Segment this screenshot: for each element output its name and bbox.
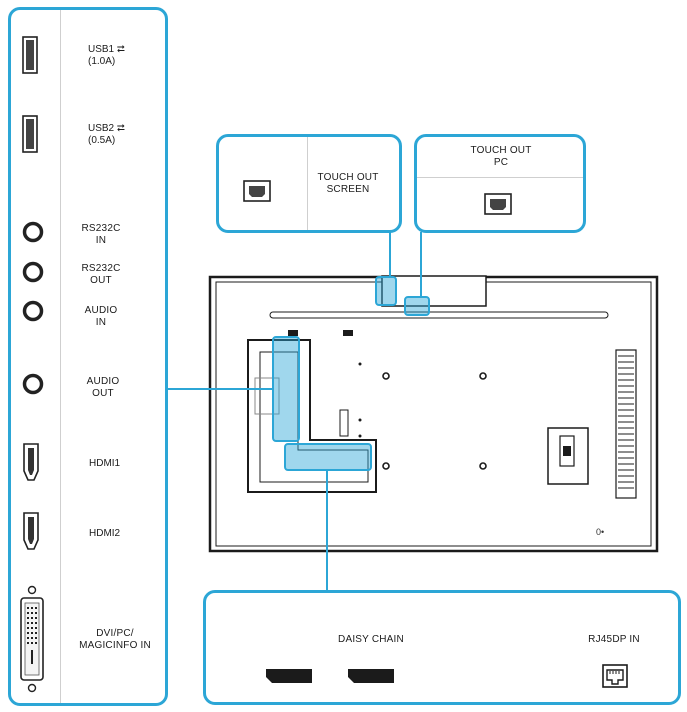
touch-out-screen-panel bbox=[216, 134, 402, 233]
panel-divider bbox=[60, 10, 61, 703]
dvi-label: DVI/PC/ MAGICINFO IN bbox=[79, 628, 151, 651]
hdmi1-label: HDMI1 bbox=[89, 458, 121, 469]
usb-b-port-icon bbox=[484, 193, 512, 215]
side-ports-highlight bbox=[272, 336, 300, 442]
audio-out-label: AUDIO OUT bbox=[86, 376, 120, 399]
usb1-label: USB1 ⮂ (1.0A) bbox=[88, 44, 125, 67]
round-jack-icon bbox=[22, 300, 44, 322]
panel-divider bbox=[417, 177, 583, 178]
rj45dp-in-label: RJ45DP IN bbox=[588, 634, 640, 645]
panel-divider bbox=[307, 137, 308, 230]
round-jack-icon bbox=[22, 373, 44, 395]
monitor-rear-view bbox=[208, 275, 659, 553]
hdmi-port-icon bbox=[23, 443, 39, 481]
monitor-corner-mark: 0• bbox=[596, 527, 605, 537]
usb-port-icon bbox=[22, 36, 38, 74]
rs232c-in-label: RS232C IN bbox=[81, 223, 121, 246]
connector-line bbox=[389, 232, 391, 278]
usb-port-icon bbox=[22, 115, 38, 153]
audio-in-label: AUDIO IN bbox=[84, 305, 118, 328]
connector-line bbox=[420, 232, 422, 298]
touch-pc-highlight bbox=[404, 296, 430, 316]
bottom-port-panel bbox=[203, 590, 681, 705]
usb2-label: USB2 ⮂ (0.5A) bbox=[88, 123, 125, 146]
round-jack-icon bbox=[22, 261, 44, 283]
displayport-icon bbox=[266, 669, 312, 683]
hdmi2-label: HDMI2 bbox=[89, 528, 121, 539]
rs232c-out-label: RS232C OUT bbox=[81, 263, 121, 286]
usb2-port bbox=[22, 115, 38, 153]
rj45-port-icon bbox=[602, 664, 628, 688]
bottom-ports-highlight bbox=[284, 443, 372, 471]
round-jack-icon bbox=[22, 221, 44, 243]
dvi-port-icon bbox=[20, 585, 44, 693]
touch-ports-highlight bbox=[375, 276, 397, 306]
daisy-chain-label: DAISY CHAIN bbox=[338, 634, 404, 645]
touch-out-screen-label: TOUCH OUT SCREEN bbox=[317, 172, 379, 195]
connector-line bbox=[168, 388, 274, 390]
touch-out-pc-label: TOUCH OUT PC bbox=[470, 145, 532, 168]
displayport-icon bbox=[348, 669, 394, 683]
connector-line bbox=[326, 470, 328, 592]
hdmi-port-icon bbox=[23, 512, 39, 550]
usb1-port bbox=[22, 36, 38, 74]
touch-out-pc-panel bbox=[414, 134, 586, 233]
usb-b-port-icon bbox=[243, 180, 271, 202]
